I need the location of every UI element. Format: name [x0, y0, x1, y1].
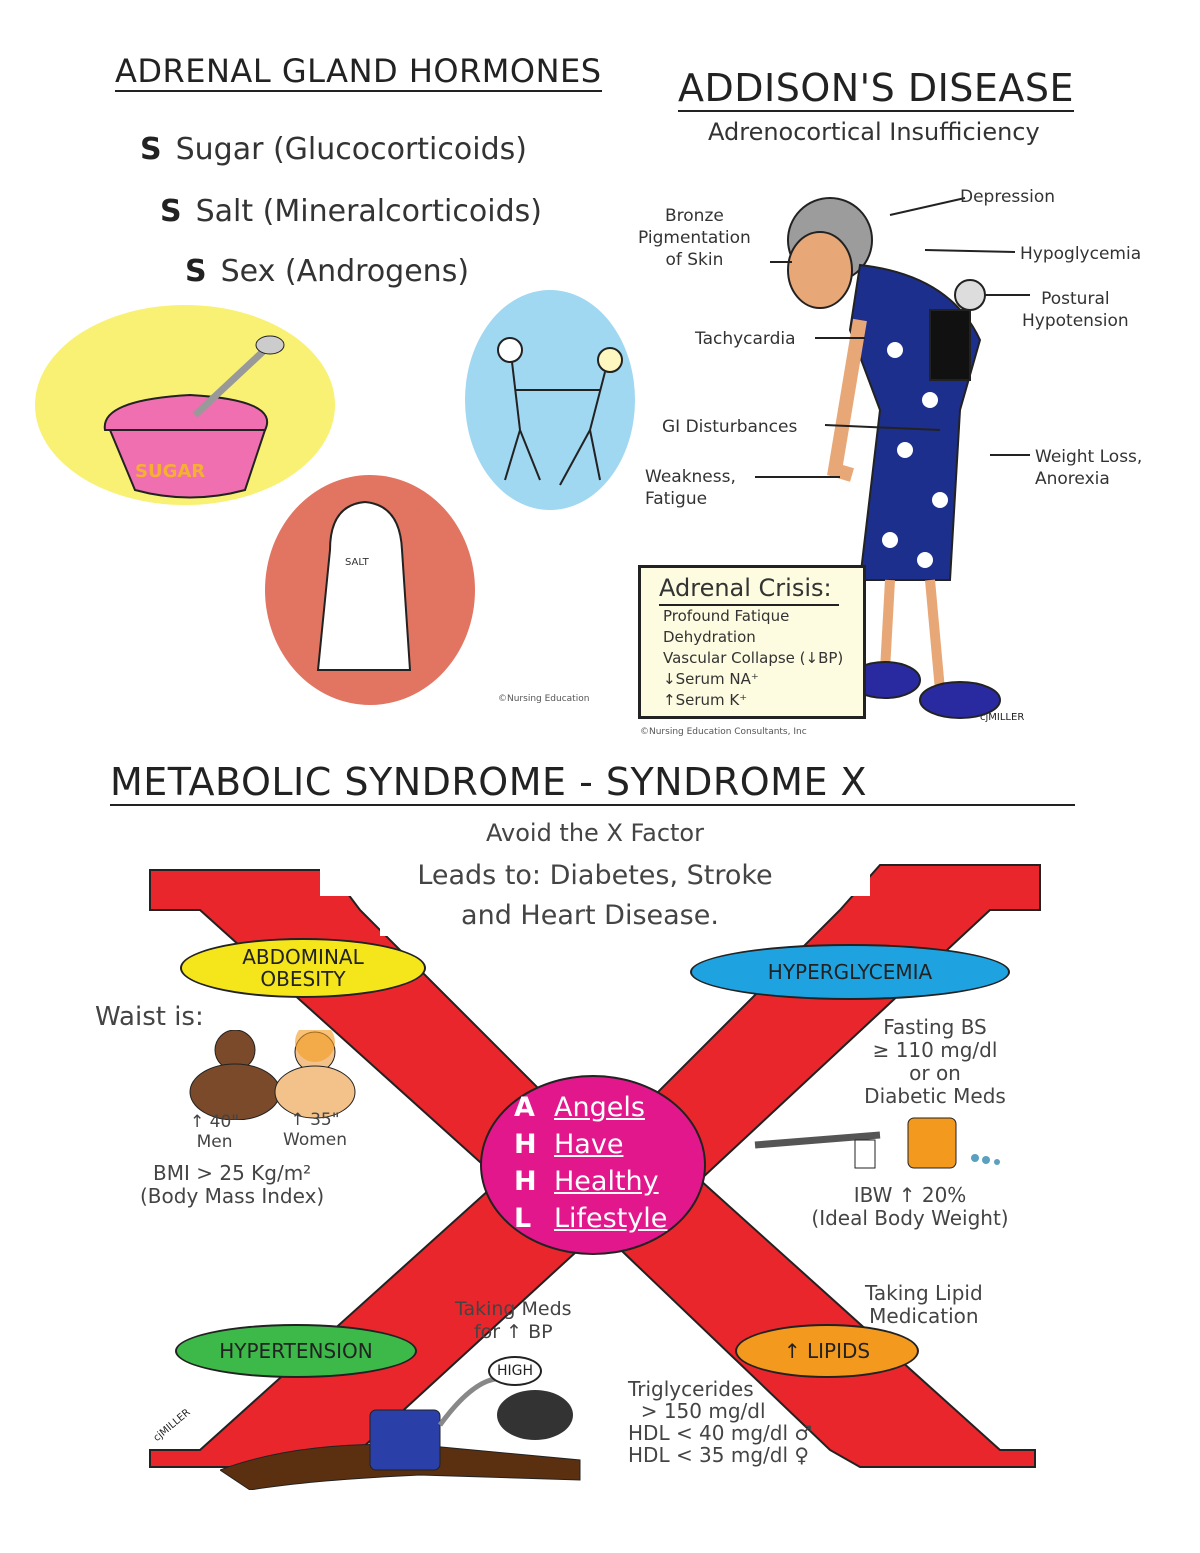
mnemonic-row: A Angels: [514, 1089, 704, 1126]
mnemonic-letter: A: [514, 1092, 535, 1123]
addison-subtitle: Adrenocortical Insufficiency: [708, 118, 1040, 146]
bp-arm-illustration: [220, 1376, 581, 1490]
salt-label: SALT: [345, 557, 370, 568]
addison-signature: cjMILLER: [980, 712, 1024, 723]
crisis-title: Adrenal Crisis:: [659, 574, 839, 606]
mnemonic-row: H Healthy: [514, 1163, 704, 1200]
mnemonic-row: L Lifestyle: [514, 1200, 704, 1237]
crisis-item: Vascular Collapse (↓BP): [663, 649, 844, 667]
abdominal-obesity-oval: ABDOMINAL OBESITY: [180, 938, 426, 998]
couple-background: [465, 290, 635, 510]
mnemonic-word: Lifestyle: [554, 1203, 668, 1234]
s-letter: S: [140, 132, 162, 167]
waist-men: ↑ 40" Men: [190, 1112, 240, 1152]
adrenal-item-salt: S Salt (Mineralcorticoids): [160, 194, 542, 229]
bp-cuff: [929, 309, 971, 381]
gauge-icon: [954, 279, 986, 311]
crisis-item: Dehydration: [663, 628, 756, 646]
metabolic-title: METABOLIC SYNDROME - SYNDROME X: [110, 760, 1075, 806]
s-letter: S: [160, 194, 182, 229]
shoe: [919, 681, 1001, 719]
s-letter: S: [185, 254, 207, 289]
lipids-note: Taking Lipid Medication: [865, 1281, 983, 1328]
salt-shaker-icon: [316, 500, 412, 671]
label-weight-loss: Weight Loss, Anorexia: [1035, 447, 1143, 489]
sugar-bowl-icon: [103, 335, 285, 499]
mnemonic-word: Have: [554, 1129, 624, 1160]
adrenal-illustrations: SUGAR SALT: [35, 290, 635, 705]
adrenal-item-sugar: S Sugar (Glucocorticoids): [140, 132, 527, 167]
metabolic-line-1: Avoid the X Factor: [486, 819, 704, 847]
mnemonic-letter: H: [514, 1166, 537, 1197]
adrenal-copyright: ©Nursing Education: [498, 694, 590, 704]
label-bronze-pigmentation: Bronze Pigmentation of Skin: [638, 206, 751, 270]
waist-label: Waist is:: [95, 1002, 204, 1032]
lipids-text: Triglycerides > 150 mg/dl HDL < 40 mg/dl…: [628, 1377, 813, 1467]
syringe-pills-illustration: [754, 1117, 1000, 1169]
item-text: Sex (Androgens): [220, 254, 470, 289]
mnemonic-word: Healthy: [554, 1166, 659, 1197]
couple-icon: [497, 337, 623, 486]
sugar-label: SUGAR: [135, 461, 205, 482]
label-tachycardia: Tachycardia: [695, 329, 796, 349]
label-gi-disturbances: GI Disturbances: [662, 417, 798, 437]
metabolic-line-2: Leads to: Diabetes, Stroke: [320, 856, 870, 896]
crisis-item: ↑Serum K⁺: [663, 691, 748, 709]
ibw-text: IBW ↑ 20% (Ideal Body Weight): [811, 1183, 1009, 1230]
item-text: Salt (Mineralcorticoids): [195, 194, 542, 229]
hypertension-note: Taking Meds for ↑ BP: [455, 1298, 572, 1343]
addison-copyright: ©Nursing Education Consultants, Inc: [640, 727, 807, 737]
mnemonic-letter: L: [514, 1203, 532, 1234]
metabolic-line-3: and Heart Disease.: [380, 896, 800, 936]
label-hypoglycemia: Hypoglycemia: [1020, 244, 1142, 264]
center-mnemonic-circle: A Angels H Have H Healthy L Lifestyle: [480, 1075, 706, 1255]
crisis-item: ↓Serum NA⁺: [663, 670, 759, 688]
bmi-text: BMI > 25 Kg/m² (Body Mass Index): [140, 1161, 325, 1208]
label-postural-hypotension: Postural Hypotension: [1022, 289, 1129, 331]
label-depression: Depression: [960, 187, 1056, 207]
high-gauge-label: HIGH: [488, 1356, 542, 1386]
face: [787, 231, 853, 309]
lipids-oval: ↑ LIPIDS: [735, 1324, 919, 1378]
hypertension-oval: HYPERTENSION: [175, 1324, 417, 1378]
hyperglycemia-oval: HYPERGLYCEMIA: [690, 944, 1010, 1000]
adrenal-item-sex: S Sex (Androgens): [185, 254, 469, 289]
fasting-bs-text: Fasting BS ≥ 110 mg/dl or on Diabetic Me…: [864, 1015, 1006, 1108]
adrenal-crisis-box: Adrenal Crisis: Profound Fatique Dehydra…: [638, 565, 866, 719]
mnemonic-row: H Have: [514, 1126, 704, 1163]
item-text: Sugar (Glucocorticoids): [175, 132, 527, 167]
addison-title: ADDISON'S DISEASE: [678, 66, 1075, 112]
mnemonic-word: Angels: [554, 1092, 645, 1123]
addison-woman-illustration: cjMILLER: [755, 197, 1030, 723]
crisis-item: Profound Fatique: [663, 607, 790, 625]
people-waist-illustration: [189, 1030, 356, 1120]
mnemonic-letter: H: [514, 1129, 537, 1160]
adrenal-title: ADRENAL GLAND HORMONES: [115, 52, 602, 92]
label-weakness-fatigue: Weakness, Fatigue: [645, 467, 736, 509]
waist-women: ↑ 35" Women: [283, 1110, 348, 1150]
